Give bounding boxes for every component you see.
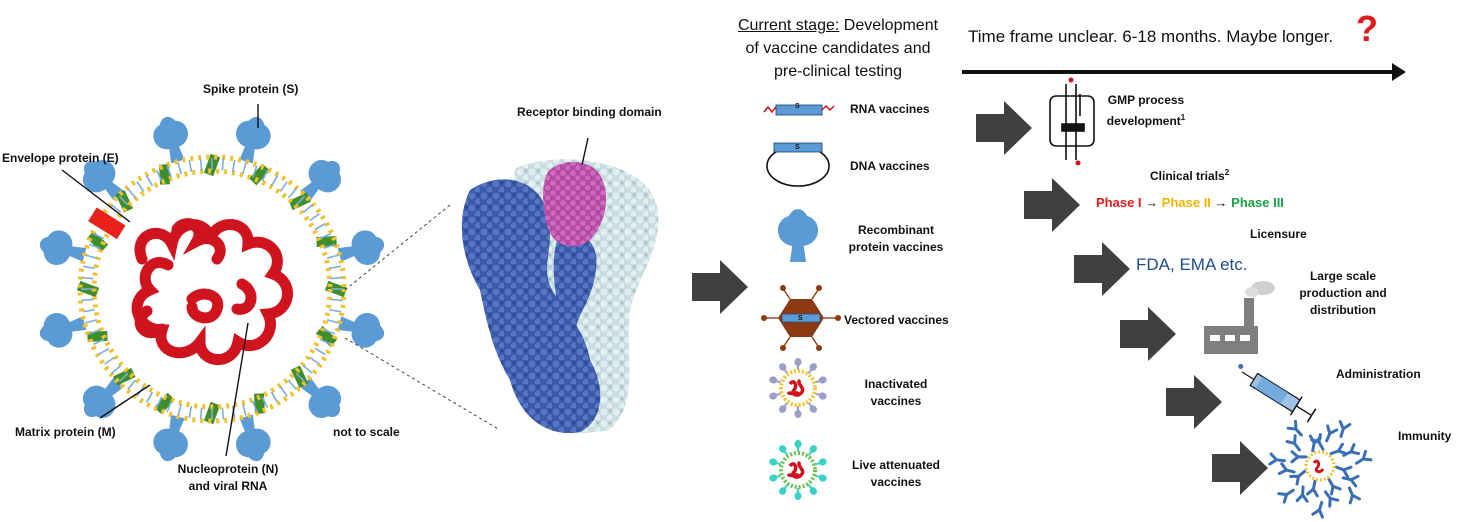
live-attenuated-line-2: vaccines	[870, 475, 922, 489]
inactivated-line-1: Inactivated	[864, 377, 928, 391]
clinical-trials-label: Clinical trials2	[1150, 164, 1229, 185]
current-stage-title-2: of vaccine candidates and	[745, 40, 931, 57]
vectored-vaccine-icon	[761, 285, 841, 351]
inactivated-line-2: vaccines	[870, 394, 922, 408]
live-attenuated-label: Live attenuated vaccines	[838, 457, 954, 491]
nucleoprotein-line-1: Nucleoprotein (N)	[177, 462, 279, 476]
licensure-label: Licensure	[1250, 227, 1307, 241]
scale-note: not to scale	[333, 425, 400, 439]
syringe-icon	[1238, 363, 1317, 423]
rna-s-tag: S	[795, 103, 800, 110]
rna-vaccine-icon	[763, 104, 835, 116]
zoom-lines	[344, 204, 501, 431]
factory-icon	[1204, 281, 1275, 354]
clinical-trials-text: Clinical trials	[1150, 169, 1225, 183]
antibody-icon	[1268, 419, 1373, 519]
administration-label: Administration	[1336, 367, 1421, 381]
large-scale-line-1: Large scale	[1309, 269, 1377, 283]
dna-vaccine-icon	[766, 142, 830, 187]
bioreactor-icon	[1049, 77, 1095, 166]
envelope-protein-label: Envelope protein (E)	[2, 151, 119, 165]
current-stage-underlined: Current stage:	[737, 17, 840, 34]
phase-sequence: Phase I → Phase II → Phase III	[1096, 195, 1284, 210]
rbd-label: Receptor binding domain	[517, 105, 662, 119]
time-frame-text: Time frame unclear. 6-18 months. Maybe l…	[968, 27, 1334, 46]
large-scale-line-3: distribution	[1310, 303, 1376, 317]
spike-protein-label: Spike protein (S)	[203, 82, 299, 96]
inactivated-vaccine-icon	[769, 358, 827, 418]
gmp-label: GMP process development1	[1098, 92, 1194, 130]
current-stage-title-3: pre-clinical testing	[773, 63, 903, 80]
process-arrows	[692, 101, 1268, 495]
nucleoprotein-line-2: and viral RNA	[188, 479, 268, 493]
phase-arrow-2: →	[1214, 195, 1228, 210]
current-stage-title: Current stage: Development of vaccine ca…	[712, 14, 964, 83]
recombinant-line-1: Recombinant	[857, 223, 934, 237]
recombinant-vaccines-label: Recombinant protein vaccines	[838, 222, 954, 256]
inactivated-vaccines-label: Inactivated vaccines	[838, 376, 954, 410]
large-scale-label: Large scale production and distribution	[1288, 268, 1398, 319]
current-stage-title-1: Development	[839, 17, 939, 34]
vectored-vaccines-label: Vectored vaccines	[844, 313, 949, 327]
phase-2: Phase II	[1161, 195, 1211, 210]
dna-vaccines-label: DNA vaccines	[850, 159, 930, 173]
fda-ema-label: FDA, EMA etc.	[1136, 255, 1248, 274]
live-attenuated-line-1: Live attenuated	[851, 458, 941, 472]
virus-leader-lines	[61, 104, 259, 457]
nucleoprotein-label: Nucleoprotein (N) and viral RNA	[165, 461, 291, 495]
recombinant-protein-icon	[777, 209, 819, 262]
gmp-line-1: GMP process	[1107, 93, 1185, 107]
phase-3: Phase III	[1231, 195, 1284, 210]
virus-icon	[35, 112, 389, 466]
dna-s-tag: S	[795, 144, 800, 151]
matrix-protein-label: Matrix protein (M)	[15, 425, 116, 439]
live-attenuated-vaccine-icon	[769, 440, 827, 500]
phase-arrow-1: →	[1145, 195, 1159, 210]
timeline-arrowhead	[1392, 63, 1406, 81]
gmp-line-2: development	[1106, 114, 1181, 128]
immunity-label: Immunity	[1398, 429, 1452, 443]
protein-structure-icon	[461, 137, 659, 434]
question-mark: ?	[1356, 8, 1378, 49]
recombinant-line-2: protein vaccines	[848, 240, 944, 254]
vector-s-tag: S	[798, 315, 803, 322]
gmp-superscript: 1	[1180, 113, 1186, 122]
phase-1: Phase I	[1096, 195, 1142, 210]
large-scale-line-2: production and	[1299, 286, 1387, 300]
rna-vaccines-label: RNA vaccines	[850, 102, 930, 116]
clinical-superscript: 2	[1224, 168, 1230, 177]
